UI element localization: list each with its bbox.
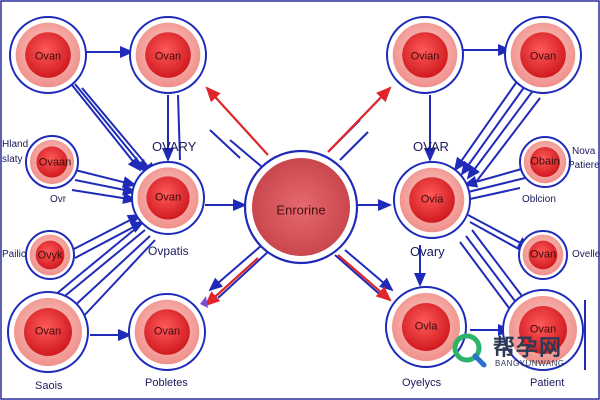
node-mid-left-a xyxy=(25,135,79,189)
label-patient: Patient xyxy=(530,377,565,389)
node-label-top-right-a: Ovian xyxy=(410,50,440,63)
label-ovelle: Ovelle xyxy=(572,249,600,260)
blue-connectors xyxy=(54,44,586,370)
label-ovr: Ovr xyxy=(50,194,67,205)
watermark-cn: 帮孕网 xyxy=(493,336,563,361)
node-label-bot-left-b: Ovan xyxy=(153,325,181,338)
node-left-c xyxy=(25,230,75,280)
label-slaty: slaty xyxy=(2,154,23,165)
node-label-top-right-b: Ovan xyxy=(529,50,557,63)
label-hland: Hland xyxy=(2,139,29,150)
node-label-left-c: Ovyk xyxy=(37,249,63,262)
node-bot-right-b xyxy=(502,289,584,371)
marker-accent xyxy=(200,296,208,308)
label-oyelcs: Oyelycs xyxy=(402,377,442,389)
node-label-mid-left-b: Ovan xyxy=(154,191,182,204)
node-label-top-left: Ovan xyxy=(34,50,62,63)
label-ovary-r: Ovary xyxy=(410,244,445,259)
node-label-mid-right-a: Ovia xyxy=(420,193,444,206)
node-mid-right-a xyxy=(393,161,471,239)
label-oblcion: Oblcion xyxy=(522,194,556,205)
node-bot-left-a xyxy=(7,291,89,373)
center-node xyxy=(243,149,359,265)
label-ovary-right: OVAR xyxy=(413,139,449,154)
red-connectors xyxy=(204,86,392,307)
node-top-left xyxy=(9,16,87,94)
center-label: Enrorine xyxy=(276,202,326,218)
node-label-bot-right-a: Ovla xyxy=(414,320,438,333)
label-ovpatis: Ovpatis xyxy=(148,244,189,258)
label-nova: Nova xyxy=(572,146,596,157)
ovary-nodes xyxy=(7,16,584,373)
watermark: 帮孕网 BANGYUNWANG xyxy=(445,326,585,376)
node-label-bot-right-b: Ovan xyxy=(529,323,557,336)
node-top-right-a xyxy=(386,16,464,94)
node-mid-right-b xyxy=(519,136,571,188)
node-top-right-b xyxy=(504,16,582,94)
node-mid-right-c xyxy=(518,230,568,280)
label-pobletes: Pobletes xyxy=(145,377,188,389)
node-label-mid-right-b: Obain xyxy=(530,155,560,168)
node-label-bot-left-a: Ovan xyxy=(34,325,62,338)
node-label-mid-left-a: Ovaan xyxy=(38,156,72,169)
node-bot-right-a xyxy=(385,286,467,368)
label-pailic: Pailic xyxy=(2,249,26,260)
node-bot-left-b xyxy=(128,293,206,371)
node-mid-left-b xyxy=(131,161,205,235)
node-top-leftmid xyxy=(129,16,207,94)
label-saois: Saois xyxy=(35,380,63,392)
label-patiere: Patiere xyxy=(568,160,600,171)
watermark-en: BANGYUNWANG xyxy=(495,359,565,368)
watermark-logo-icon xyxy=(452,333,487,368)
node-label-mid-right-c: Ovan xyxy=(529,248,557,261)
node-label-top-leftmid: Ovan xyxy=(154,50,182,63)
label-ovary-left: OVARY xyxy=(152,139,197,154)
